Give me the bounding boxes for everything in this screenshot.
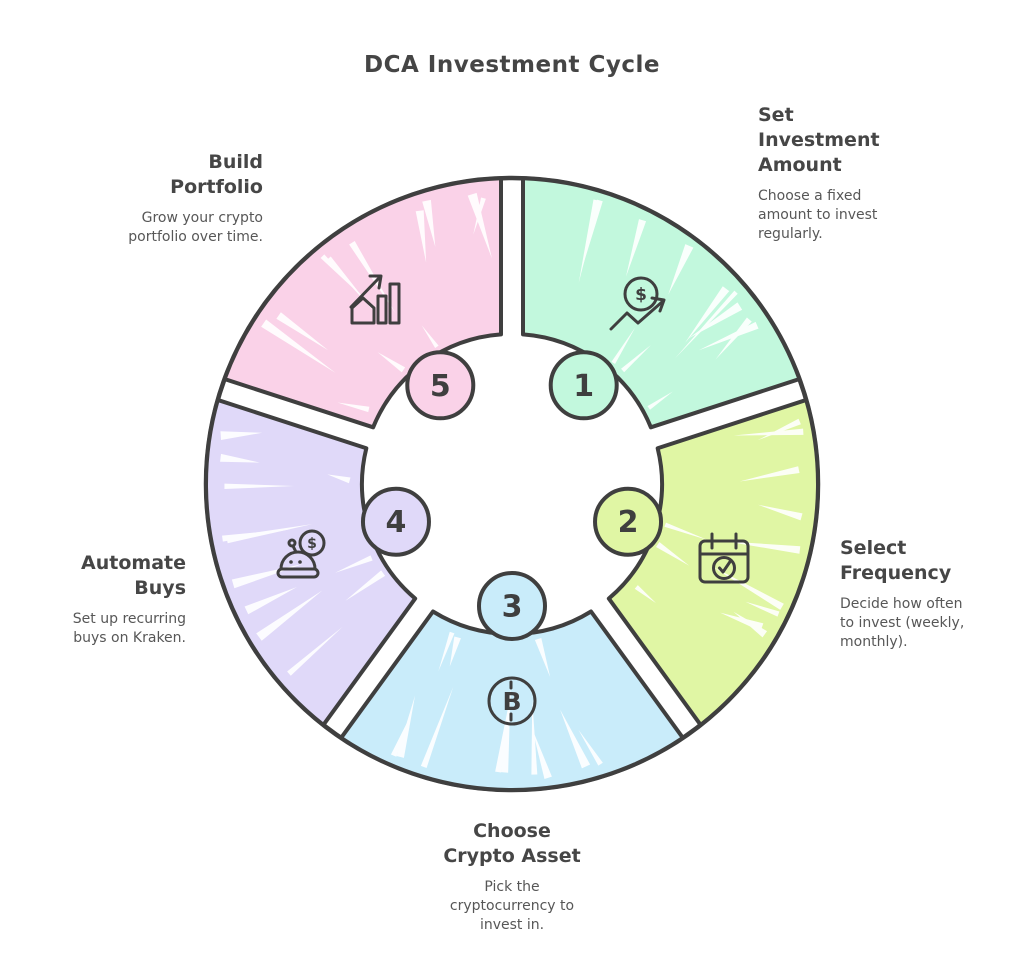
robot-dollar-icon: $ bbox=[276, 529, 326, 579]
step-badge-5: 5 bbox=[405, 350, 476, 421]
step-5-title: Build Portfolio bbox=[170, 151, 263, 198]
svg-text:3: 3 bbox=[502, 590, 523, 625]
label-choose-crypto-asset: Choose Crypto Asset Pick the cryptocurre… bbox=[406, 819, 618, 935]
step-3-title: Choose Crypto Asset bbox=[443, 820, 581, 867]
dollar-growth-icon: $ bbox=[609, 276, 666, 331]
svg-text:2: 2 bbox=[618, 505, 639, 540]
segment-build-portfolio bbox=[222, 176, 503, 430]
step-2-title: Select Frequency bbox=[840, 537, 952, 584]
step-badge-1: 1 bbox=[548, 350, 619, 421]
label-set-investment-amount: Set Investment Amount Choose a fixed amo… bbox=[758, 103, 933, 244]
segment-choose-crypto-asset bbox=[339, 609, 685, 792]
step-4-title: Automate Buys bbox=[81, 552, 186, 599]
label-automate-buys: Automate Buys Set up recurring buys on K… bbox=[6, 551, 186, 648]
step-badge-3: 3 bbox=[477, 571, 547, 641]
svg-text:$: $ bbox=[307, 536, 317, 552]
segment-automate-buys bbox=[204, 397, 418, 727]
step-1-title: Set Investment Amount bbox=[758, 104, 880, 176]
step-5-description: Grow your crypto portfolio over time. bbox=[128, 210, 263, 245]
step-badge-4: 4 bbox=[360, 486, 431, 557]
bitcoin-icon: B bbox=[487, 676, 537, 726]
bar-chart-growth-icon bbox=[349, 274, 401, 325]
label-build-portfolio: Build Portfolio Grow your crypto portfol… bbox=[73, 150, 263, 247]
svg-text:$: $ bbox=[635, 285, 647, 305]
label-select-frequency: Select Frequency Decide how often to inv… bbox=[840, 536, 1020, 652]
svg-text:B: B bbox=[502, 687, 521, 716]
step-4-description: Set up recurring buys on Kraken. bbox=[72, 611, 186, 646]
svg-text:4: 4 bbox=[386, 505, 407, 540]
step-3-description: Pick the cryptocurrency to invest in. bbox=[449, 879, 575, 933]
page-title: DCA Investment Cycle bbox=[364, 52, 660, 78]
svg-text:5: 5 bbox=[430, 369, 451, 404]
step-2-description: Decide how often to invest (weekly, mont… bbox=[840, 596, 965, 650]
step-badge-2: 2 bbox=[593, 486, 664, 557]
calendar-check-icon bbox=[698, 532, 750, 584]
step-1-description: Choose a fixed amount to invest regularl… bbox=[758, 188, 878, 242]
svg-text:1: 1 bbox=[573, 369, 594, 404]
